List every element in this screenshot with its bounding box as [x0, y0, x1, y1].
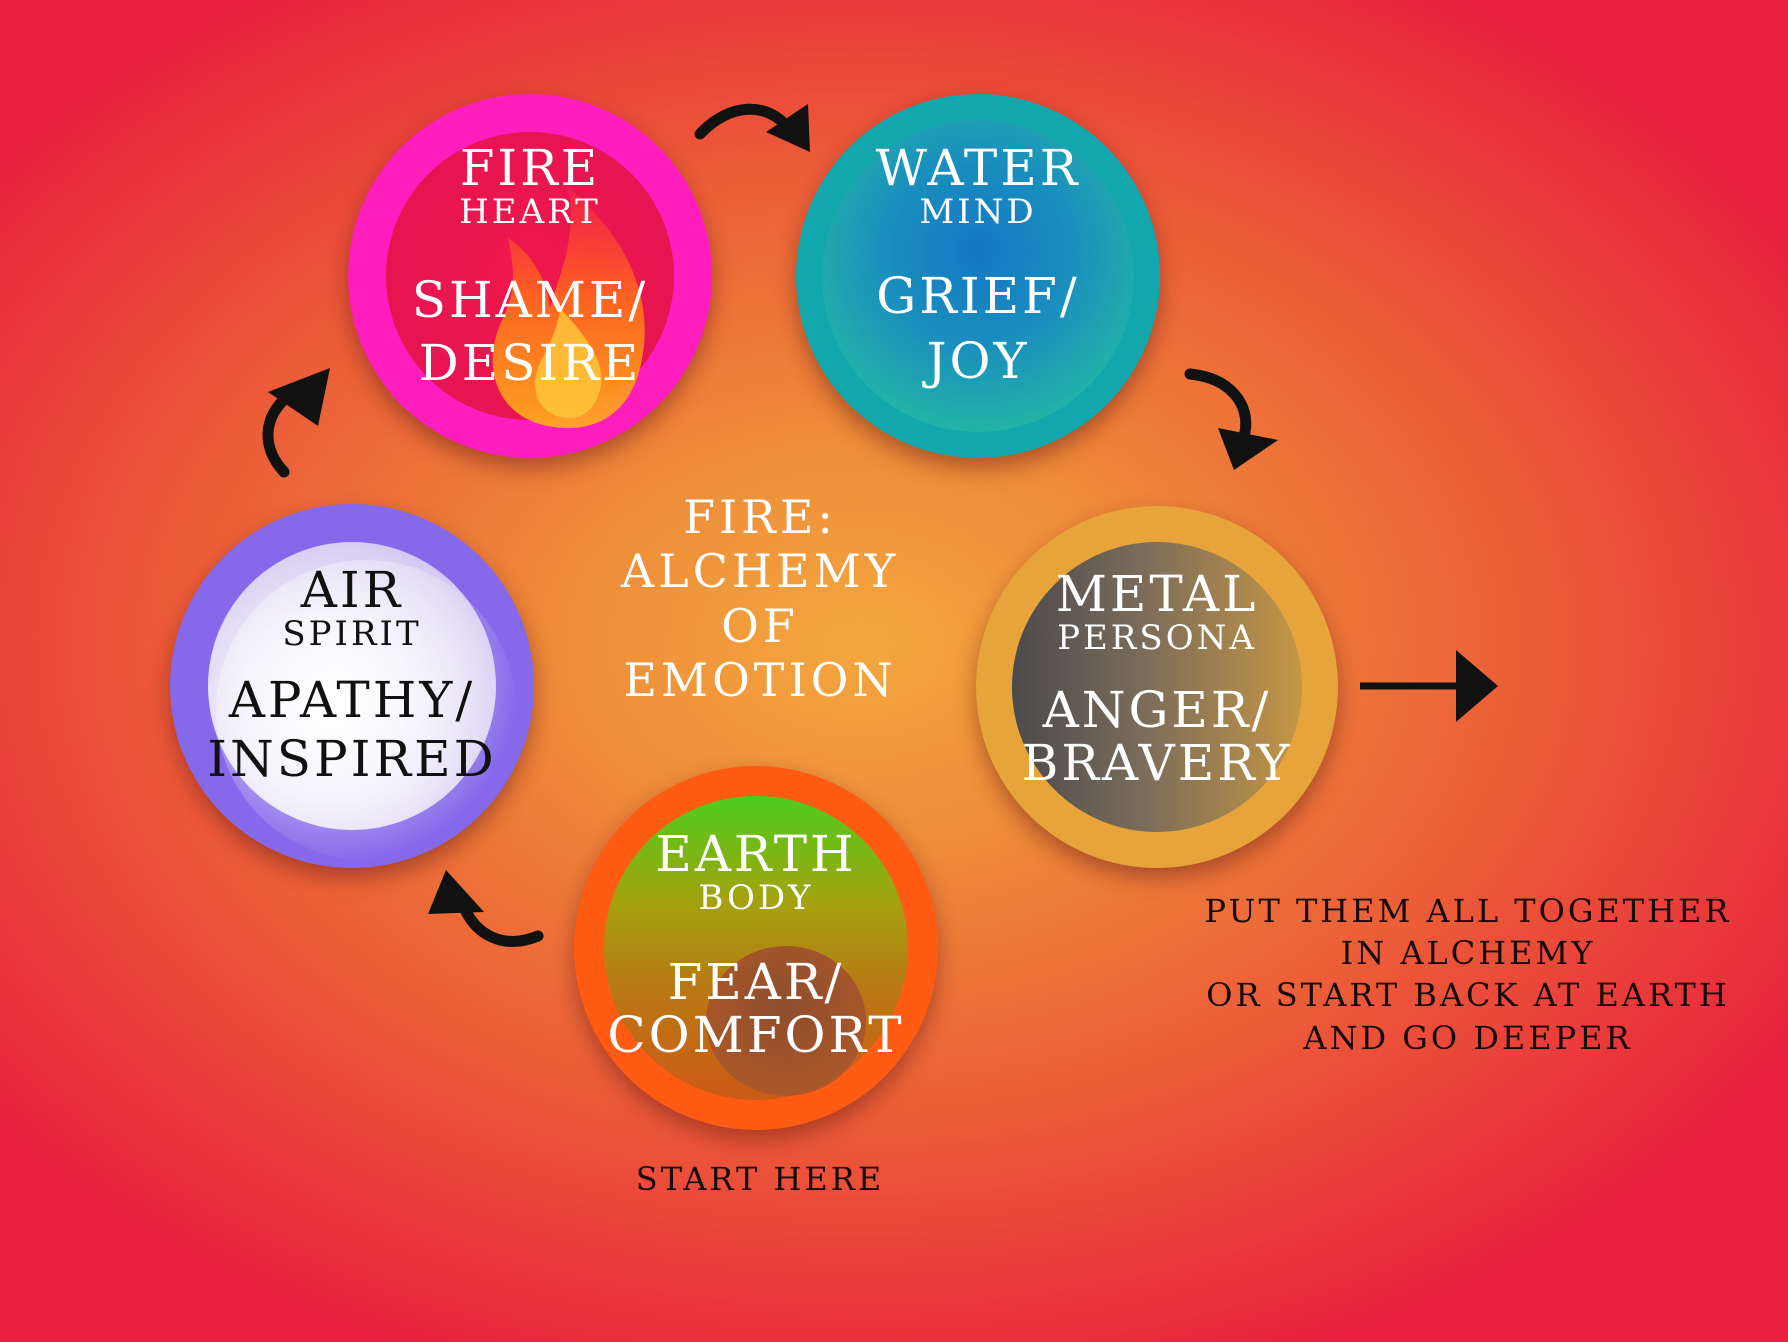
earth-aspect-label: BODY [698, 877, 814, 918]
earth-emotion-line2: COMFORT [607, 1005, 905, 1064]
fire-aspect-label: HEART [459, 191, 601, 232]
fire-node-inner [386, 132, 674, 428]
title-line1: FIRE: [683, 490, 837, 544]
earth-core [706, 946, 866, 1096]
water-element-label: WATER [875, 139, 1081, 197]
air-aspect-label: SPIRIT [282, 613, 422, 654]
title-line3: OF EMOTION [623, 598, 897, 707]
right-arrow-icon [1360, 650, 1498, 722]
note-line4: AND GO DEEPER [1303, 1018, 1633, 1057]
note-line3: OR START BACK AT EARTH [1206, 976, 1730, 1015]
earth-node: EARTH BODY FEAR/ COMFORT [574, 766, 938, 1130]
title-line2: ALCHEMY [620, 544, 900, 599]
metal-element-label: METAL [1055, 565, 1259, 623]
curved-arrow-icon [262, 368, 330, 478]
water-aspect-label: MIND [919, 191, 1037, 232]
metal-aspect-label: PERSONA [1057, 617, 1257, 658]
air-node: AIR SPIRIT APATHY/ INSPIRED [170, 504, 534, 868]
metal-node: METAL PERSONA ANGER/ BRAVERY [976, 506, 1338, 868]
water-emotion-line1: GRIEF/ [876, 267, 1080, 325]
curved-arrow-icon [1184, 368, 1278, 470]
air-gloss [216, 560, 516, 860]
air-element-label: AIR [300, 561, 404, 619]
water-emotion-line2: JOY [926, 331, 1030, 390]
water-node: WATER MIND GRIEF/ JOY [796, 94, 1160, 458]
metal-emotion-line1: ANGER/ [1042, 681, 1272, 739]
fire-element-label: FIRE [459, 139, 601, 197]
fire-emotion-line2: DESIRE [418, 333, 642, 392]
fire-node: FIRE HEART SHAME/ DESIRE [348, 94, 712, 458]
instruction-note: PUT THEM ALL TOGETHER IN ALCHEMY OR STAR… [1188, 890, 1748, 1059]
air-emotion-line2: INSPIRED [207, 729, 497, 788]
metal-emotion-line2: BRAVERY [1021, 733, 1293, 792]
flame-icon [492, 188, 645, 428]
air-emotion-line1: APATHY/ [228, 671, 476, 729]
note-line1: PUT THEM ALL TOGETHER [1204, 892, 1732, 930]
water-node-inner [822, 120, 1134, 432]
curved-arrow-icon [694, 103, 810, 152]
earth-node-inner [604, 796, 908, 1100]
start-here-label: START HERE [635, 1160, 885, 1198]
note-line2: IN ALCHEMY [1340, 934, 1596, 973]
fire-emotion-line1: SHAME/ [411, 271, 649, 329]
curved-arrow-icon [428, 870, 544, 947]
earth-element-label: EARTH [655, 825, 857, 883]
earth-emotion-line1: FEAR/ [667, 953, 845, 1011]
metal-node-inner [1012, 542, 1302, 832]
diagram-title: FIRE: ALCHEMY OF EMOTION [580, 490, 940, 707]
